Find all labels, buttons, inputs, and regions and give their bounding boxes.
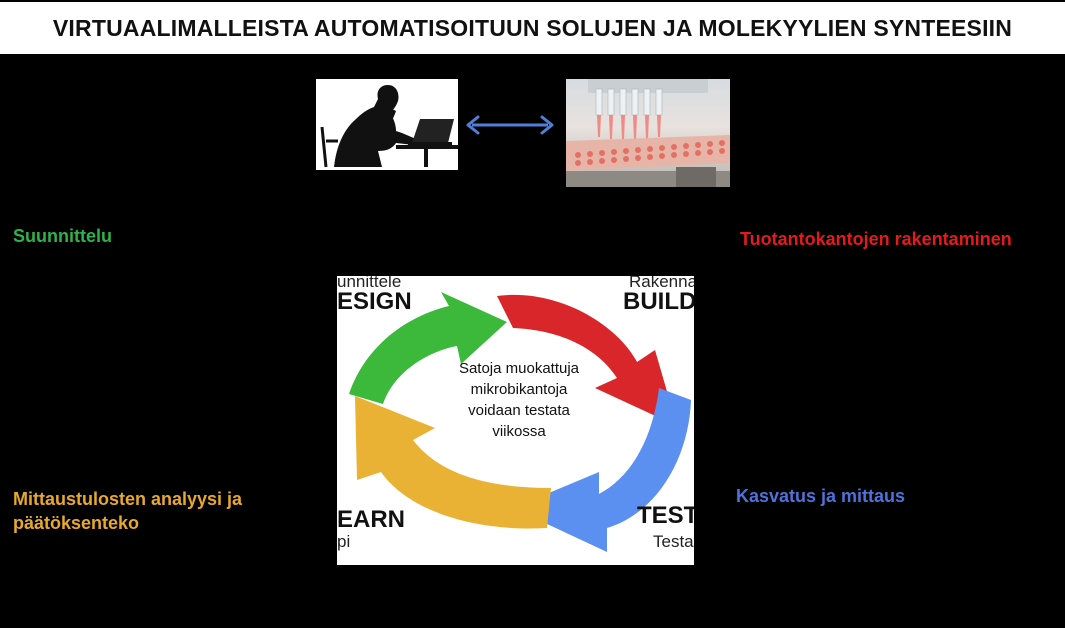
lab-pipette-icon (566, 79, 730, 187)
double-arrow-icon (464, 113, 556, 137)
design-label: Suunnittelu (13, 226, 112, 246)
test-word: TEST (637, 502, 694, 529)
test-arrow (513, 388, 691, 552)
design-word: ESIGN (337, 288, 412, 315)
page-title: VIRTUAALIMALLEISTA AUTOMATISOITUUN SOLUJ… (52, 14, 1013, 41)
test-label: Kasvatus ja mittaus (736, 486, 906, 506)
build-word: BUILD (623, 288, 694, 315)
dbtl-cycle-diagram: unnittele ESIGN Rakenna BUILD TEST Testa… (337, 276, 694, 565)
build-arrow (497, 294, 677, 426)
person-at-laptop-image (316, 79, 458, 170)
learn-small-text: pi (337, 532, 351, 551)
title-banner: VIRTUAALIMALLEISTA AUTOMATISOITUUN SOLUJ… (0, 2, 1065, 54)
build-small-text: Rakenna (629, 276, 694, 291)
learn-word: EARN (337, 506, 406, 533)
learn-label: Mittaustulosten analyysi ja päätöksentek… (13, 489, 243, 533)
person-silhouette-icon (316, 79, 458, 170)
build-label: Tuotantokantojen rakentaminen (740, 229, 1012, 249)
design-small-text: unnittele (337, 276, 402, 291)
test-small-text: Testa (653, 532, 694, 551)
cycle-arrows (349, 292, 691, 552)
cycle-center-text: Satoja muokattuja mikrobikantoja voidaan… (458, 360, 580, 440)
learn-arrow (355, 396, 551, 529)
design-arrow (349, 292, 507, 404)
lab-robot-image (566, 79, 730, 187)
